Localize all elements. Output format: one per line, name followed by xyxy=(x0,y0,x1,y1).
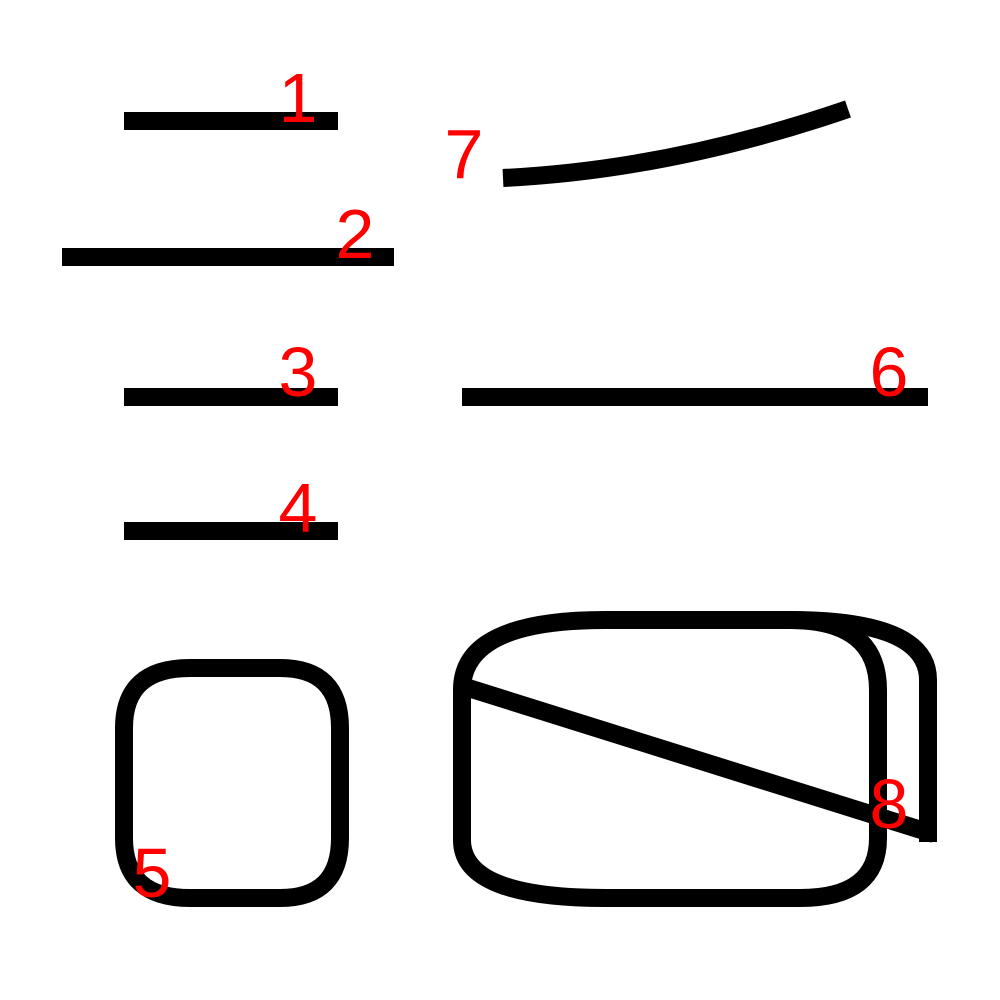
stroke-number-6: 6 xyxy=(870,333,909,411)
stroke-5 xyxy=(115,659,349,907)
stroke-8-inner-frame xyxy=(453,611,887,907)
stroke-number-2: 2 xyxy=(336,195,375,273)
strokes-group xyxy=(62,100,937,907)
labels-group: 1 2 3 4 5 6 7 8 xyxy=(133,59,909,912)
stroke-8-diagonal xyxy=(459,677,937,843)
stroke-number-5: 5 xyxy=(133,834,172,912)
stroke-number-4: 4 xyxy=(279,469,318,547)
stroke-number-7: 7 xyxy=(445,115,484,193)
stroke-7 xyxy=(502,100,851,187)
stroke-number-1: 1 xyxy=(279,59,318,137)
stroke-number-3: 3 xyxy=(279,333,318,411)
stroke-number-8: 8 xyxy=(870,765,909,843)
